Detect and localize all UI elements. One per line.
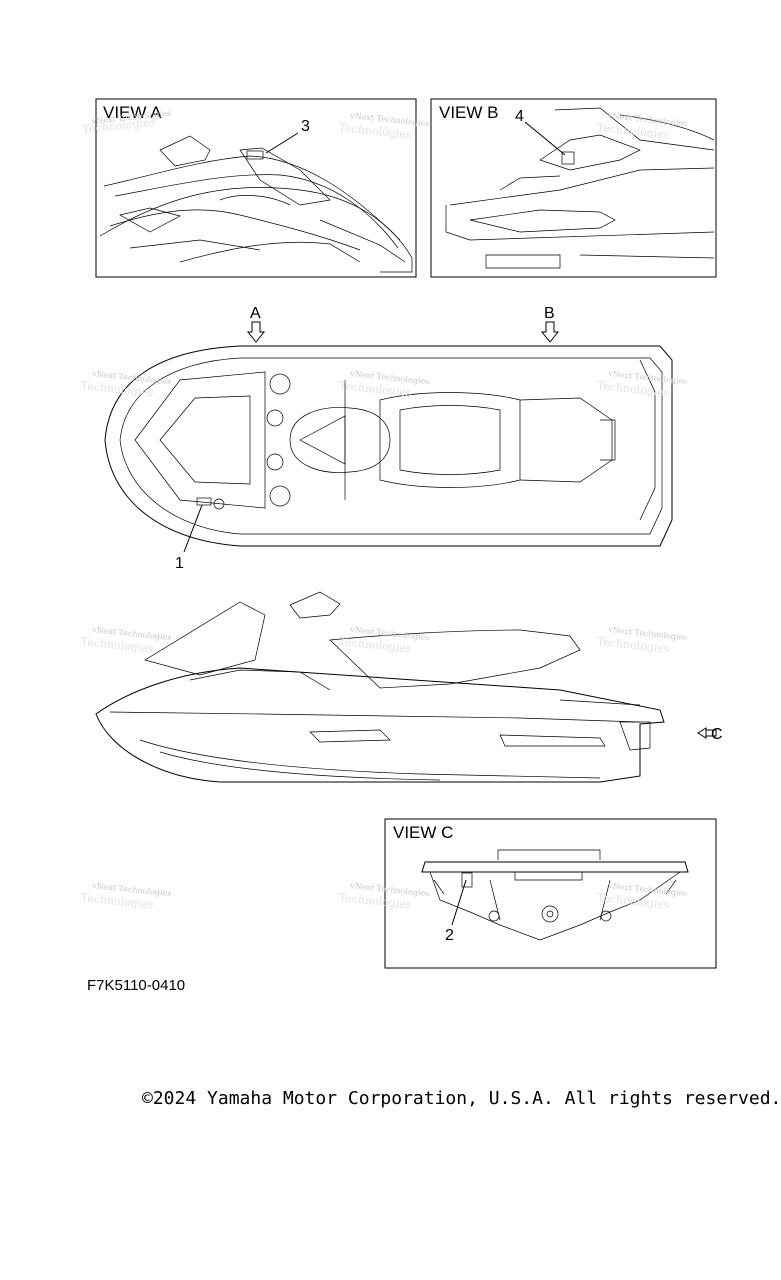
- marker-c-label: C: [711, 726, 723, 743]
- view-b-craft-drawing: [445, 107, 715, 269]
- callout-4-leader: [524, 121, 566, 156]
- watermark: Technologies vNext Technologies: [596, 111, 687, 142]
- watermark: Technologies vNext Technologies: [596, 625, 687, 656]
- marker-a-label: A: [250, 305, 261, 322]
- view-b-title: VIEW B: [439, 103, 499, 122]
- callout-3: 3: [301, 118, 310, 135]
- callout-4: 4: [515, 108, 524, 125]
- marker-b-label: B: [544, 305, 555, 322]
- callout-1: 1: [175, 555, 184, 572]
- watermark: Technologies vNext Technologies: [596, 369, 687, 400]
- view-b-panel: VIEW B 4: [430, 98, 717, 278]
- view-b-frame: [430, 98, 717, 278]
- view-a-frame: [95, 98, 417, 278]
- watermark: Technologies vNext Technologies: [338, 369, 429, 400]
- view-a-title: VIEW A: [103, 103, 162, 122]
- view-c-craft-drawing: [421, 849, 689, 941]
- view-c-panel: VIEW C 2: [384, 818, 717, 969]
- marker-a-arrow: [246, 321, 266, 343]
- view-a-craft-drawing: [99, 135, 413, 273]
- watermark: Technologies vNext Technologies: [338, 881, 429, 912]
- view-a-panel: VIEW A 3: [95, 98, 417, 278]
- callout-2: 2: [445, 927, 454, 944]
- callout-1-leader: [183, 504, 203, 553]
- watermark: Technologies vNext Technologies: [82, 109, 171, 136]
- callout-3-leader: [265, 132, 299, 154]
- top-view: A B 1: [104, 305, 673, 572]
- top-view-craft-drawing: [104, 345, 673, 547]
- callout-2-leader: [451, 879, 467, 926]
- marker-b-arrow: [540, 321, 560, 343]
- side-view: C: [95, 591, 723, 783]
- watermark: Technologies vNext Technologies: [338, 625, 429, 656]
- view-c-title: VIEW C: [393, 823, 453, 842]
- watermark: Technologies vNext Technologies: [80, 881, 171, 912]
- view-c-frame: [384, 818, 717, 969]
- watermarks: Technologies vNext Technologies Technolo…: [80, 109, 687, 912]
- copyright-notice: ©2024 Yamaha Motor Corporation, U.S.A. A…: [142, 1088, 781, 1109]
- part-code: F7K5110-0410: [87, 977, 186, 994]
- marker-c-arrow: [697, 727, 717, 739]
- watermark: Technologies vNext Technologies: [596, 881, 687, 912]
- watermark: Technologies vNext Technologies: [80, 369, 171, 400]
- side-view-craft-drawing: [95, 591, 665, 783]
